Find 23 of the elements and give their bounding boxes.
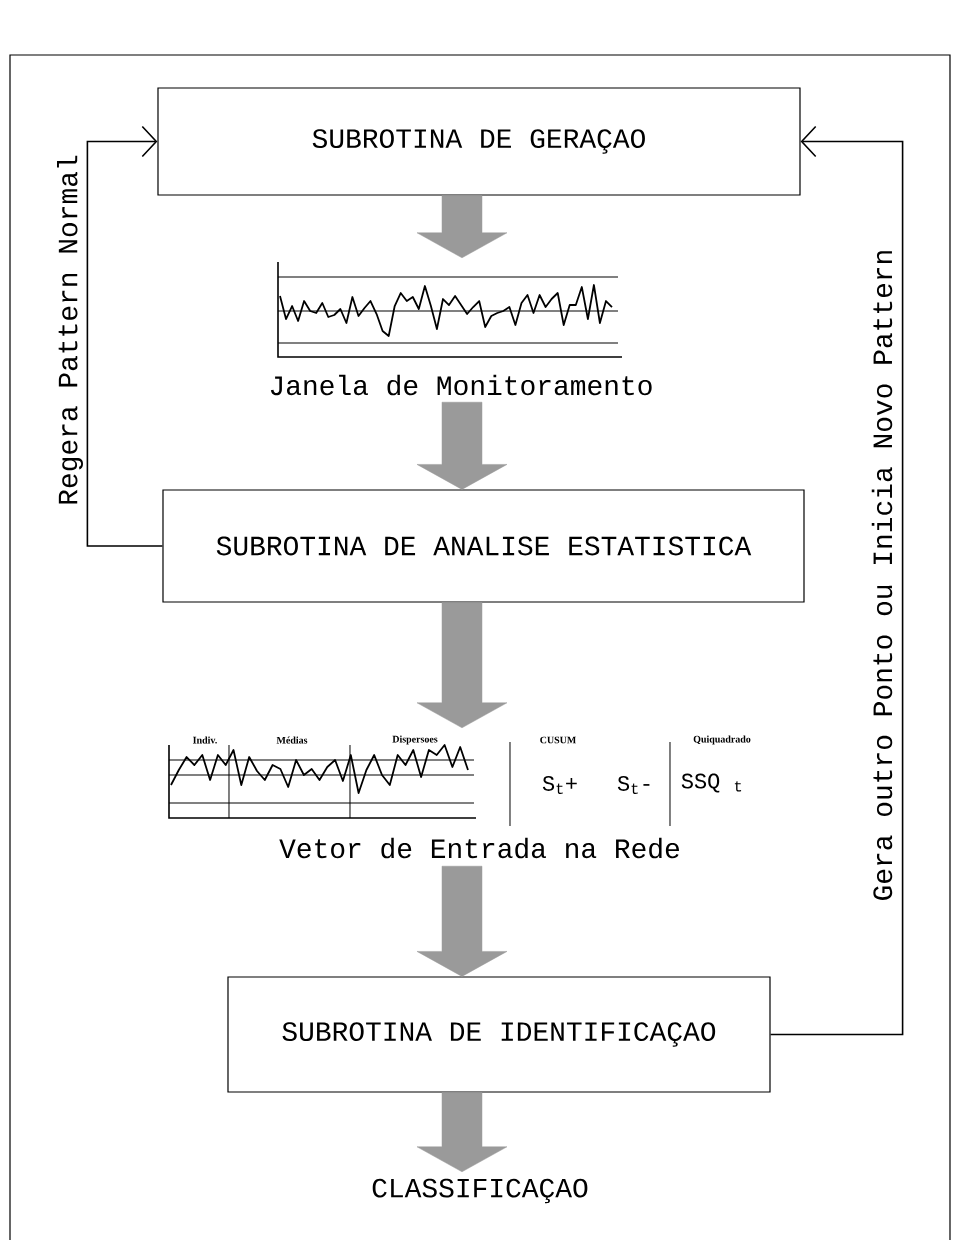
block-arrow — [416, 401, 508, 490]
block-arrow — [416, 602, 508, 729]
edge-label: Regera Pattern Normal — [56, 153, 84, 507]
block-arrow — [416, 865, 508, 977]
statistic-label: S$_{t}$+ — [542, 776, 577, 794]
block-arrow — [416, 195, 508, 259]
column-header: Quiquadrado — [693, 735, 751, 745]
edge-label: Gera outro Ponto ou Inicia Novo Pattern — [870, 247, 894, 903]
node-label: Janela de Monitoramento — [270, 374, 652, 396]
feedback-arrow — [769, 125, 904, 1036]
node-label: Vetor de Entrada na Rede — [279, 837, 679, 859]
process-box: SUBROTINA DE IDENTIFICAÇAO — [227, 976, 771, 1093]
process-box: SUBROTINA DE ANALISE ESTATISTICA — [162, 489, 805, 603]
column-header: Médias — [276, 736, 308, 744]
column-header: Indiv. — [193, 736, 217, 744]
column-header: CUSUM — [540, 736, 576, 744]
feedback-arrow — [86, 125, 164, 547]
process-box: SUBROTINA DE GERAÇAO — [157, 87, 801, 196]
block-arrow — [416, 1092, 508, 1173]
column-header: Dispersoes — [392, 735, 438, 745]
statistic-label: S$_{t}$- — [617, 776, 650, 794]
chart-drawing — [277, 261, 623, 358]
output-label: CLASSIFICAÇAO — [372, 1178, 588, 1204]
